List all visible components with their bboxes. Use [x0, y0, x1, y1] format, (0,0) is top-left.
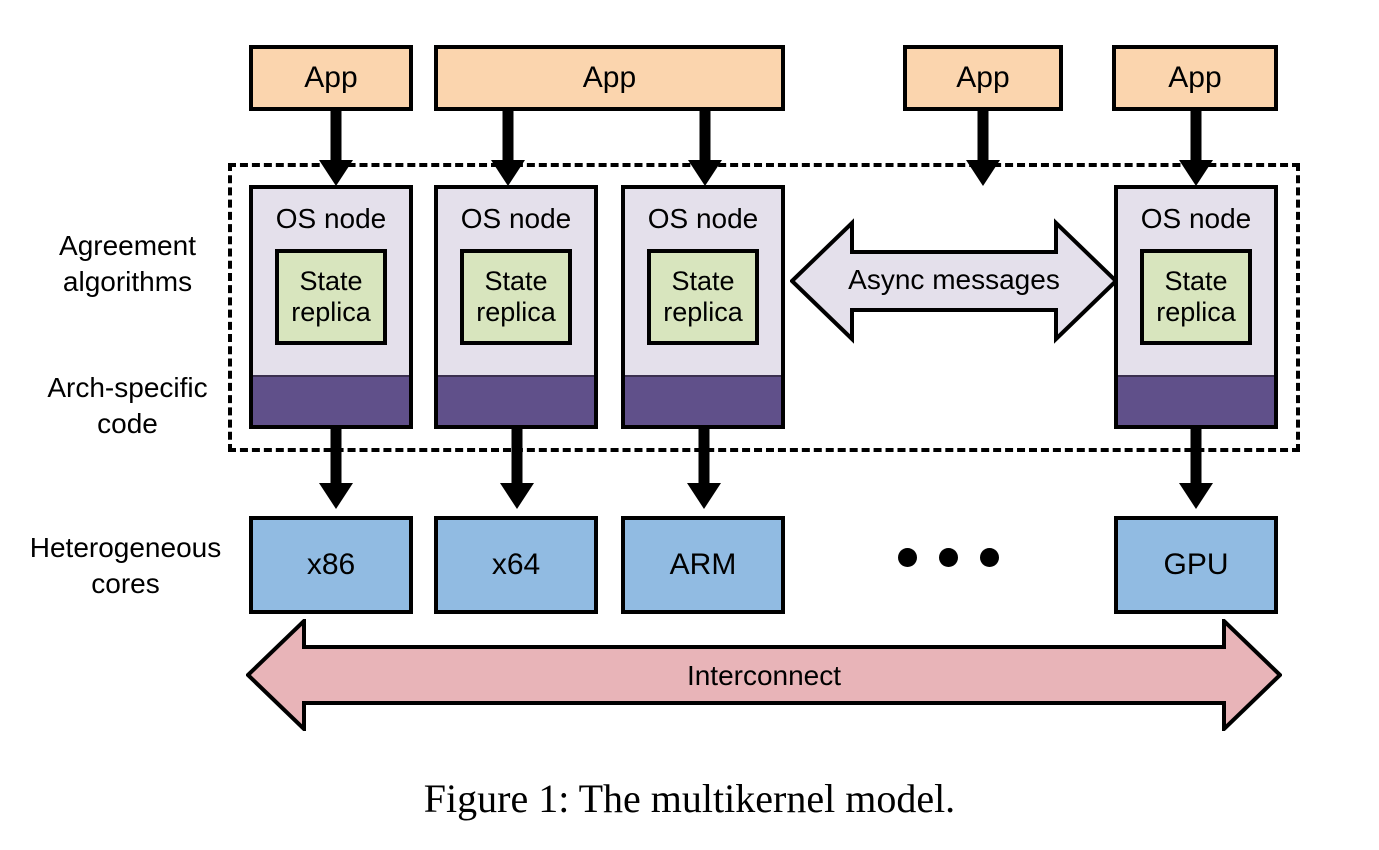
- state-replica-3[interactable]: State replica: [647, 249, 759, 345]
- arch-specific-band-4: [1118, 375, 1274, 425]
- label-arch-specific-code: Arch-specific code: [20, 370, 235, 442]
- arrow-osnode4-to-gpu: [1176, 429, 1216, 509]
- core-box-x86-label: x86: [306, 548, 356, 581]
- label-agreement-algorithms-line1: Agreement: [59, 230, 196, 261]
- label-agreement-algorithms: Agreement algorithms: [20, 228, 235, 300]
- state-replica-4-line1: State: [1164, 265, 1228, 296]
- arrow-shaft: [699, 111, 711, 160]
- core-box-x64[interactable]: x64: [434, 516, 598, 614]
- app-box-4[interactable]: App: [1112, 45, 1278, 111]
- core-box-x86[interactable]: x86: [249, 516, 413, 614]
- app-box-4-label: App: [1168, 61, 1222, 94]
- arrow-head: [1179, 483, 1213, 509]
- state-replica-1-line2: replica: [291, 297, 371, 327]
- async-messages-arrow-shape: [790, 218, 1118, 344]
- ellipsis-dot-2: [939, 548, 958, 567]
- app-box-3[interactable]: App: [903, 45, 1063, 111]
- arch-specific-band-1: [253, 375, 409, 425]
- cores-ellipsis: [898, 548, 999, 567]
- os-node-4-label: OS node: [1140, 203, 1252, 234]
- figure-caption: Figure 1: The multikernel model.: [423, 776, 956, 821]
- arrow-osnode1-to-x86: [316, 429, 356, 509]
- arch-specific-band-3: [625, 375, 781, 425]
- core-box-x64-label: x64: [491, 548, 541, 581]
- label-heterogeneous-cores-line2: cores: [91, 567, 160, 599]
- arrow-head: [319, 483, 353, 509]
- state-replica-2-line2: replica: [476, 297, 556, 327]
- app-box-2-label: App: [582, 61, 637, 94]
- arrow-osnode2-to-x64: [497, 429, 537, 509]
- arrow-shaft: [511, 429, 523, 483]
- label-agreement-algorithms-line2: algorithms: [62, 265, 193, 297]
- core-box-gpu-label: GPU: [1163, 548, 1229, 581]
- ellipsis-dot-1: [898, 548, 917, 567]
- state-replica-3-line1: State: [671, 265, 735, 296]
- state-replica-4-line2: replica: [1156, 297, 1236, 327]
- label-arch-specific-code-line1: Arch-specific: [47, 372, 208, 403]
- interconnect-arrow-shape: [246, 619, 1282, 731]
- os-node-3-label: OS node: [647, 203, 759, 234]
- app-box-1-label: App: [304, 61, 358, 94]
- core-box-gpu[interactable]: GPU: [1114, 516, 1278, 614]
- state-replica-3-line2: replica: [663, 297, 743, 327]
- arrow-shaft: [1190, 111, 1202, 160]
- state-replica-4[interactable]: State replica: [1140, 249, 1252, 345]
- label-heterogeneous-cores-line1: Heterogeneous: [29, 532, 222, 563]
- os-node-4[interactable]: OS node State replica: [1114, 185, 1278, 429]
- label-heterogeneous-cores: Heterogeneous cores: [8, 530, 243, 602]
- async-messages-arrow: Async messages: [790, 218, 1118, 344]
- state-replica-2-line1: State: [484, 265, 548, 296]
- arrow-shaft: [502, 111, 514, 160]
- os-node-2[interactable]: OS node State replica: [434, 185, 598, 429]
- os-node-2-label: OS node: [460, 203, 572, 234]
- arrow-shaft: [977, 111, 989, 160]
- arrow-shaft: [330, 429, 342, 483]
- os-node-3[interactable]: OS node State replica: [621, 185, 785, 429]
- state-replica-2[interactable]: State replica: [460, 249, 572, 345]
- arrow-shaft: [698, 429, 710, 483]
- app-box-2[interactable]: App: [434, 45, 785, 111]
- arrow-shaft: [330, 111, 342, 160]
- arrow-head: [500, 483, 534, 509]
- app-box-3-label: App: [956, 61, 1010, 94]
- os-node-1-label: OS node: [275, 203, 387, 234]
- interconnect-arrow: Interconnect: [246, 619, 1282, 731]
- label-arch-specific-code-line2: code: [97, 407, 158, 439]
- kernel-boundary-dashed-region: [228, 163, 1300, 452]
- arrow-shaft: [1190, 429, 1202, 483]
- core-box-arm[interactable]: ARM: [621, 516, 785, 614]
- state-replica-1-line1: State: [299, 265, 363, 296]
- arrow-osnode3-to-arm: [684, 429, 724, 509]
- core-box-arm-label: ARM: [669, 548, 737, 581]
- app-box-1[interactable]: App: [249, 45, 413, 111]
- ellipsis-dot-3: [980, 548, 999, 567]
- arch-specific-band-2: [438, 375, 594, 425]
- arrow-head: [687, 483, 721, 509]
- state-replica-1[interactable]: State replica: [275, 249, 387, 345]
- os-node-1[interactable]: OS node State replica: [249, 185, 413, 429]
